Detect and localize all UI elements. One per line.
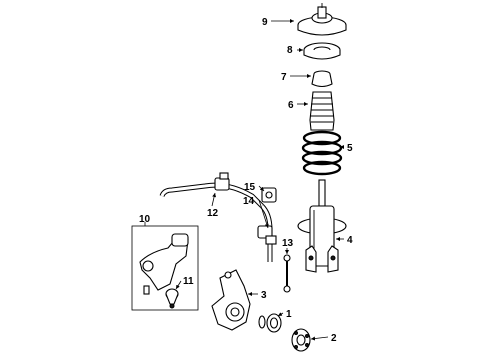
callout-10: 10 <box>139 214 151 225</box>
callout-12: 12 <box>207 208 219 219</box>
callout-5: 5 <box>347 143 353 154</box>
wheel-hub-part <box>291 328 311 352</box>
hub-bearing-part <box>258 313 282 333</box>
callout-1: 1 <box>286 309 292 320</box>
callout-11: 11 <box>183 276 194 287</box>
strut-assembly-part <box>297 179 347 273</box>
callout-6: 6 <box>288 100 294 111</box>
stabilizer-link-part <box>283 254 291 293</box>
strut-bearing-part <box>303 42 341 60</box>
stabilizer-bracket-part <box>261 187 277 203</box>
dust-boot-part <box>309 91 335 131</box>
callout-4: 4 <box>347 235 353 246</box>
coil-spring-part <box>301 130 343 176</box>
stabilizer-bushing-part <box>257 225 277 245</box>
bump-stop-part <box>311 70 333 88</box>
callout-15: 15 <box>244 182 256 193</box>
callout-13: 13 <box>282 238 294 249</box>
leader-lines <box>144 19 344 341</box>
callout-14: 14 <box>243 196 255 207</box>
strut-mount-part <box>297 3 347 36</box>
callout-9: 9 <box>262 17 268 28</box>
callout-3: 3 <box>261 290 267 301</box>
steering-knuckle-part <box>211 269 251 331</box>
callout-8: 8 <box>287 45 293 56</box>
callout-2: 2 <box>331 333 337 344</box>
callout-7: 7 <box>281 72 287 83</box>
control-arm-group <box>131 225 199 311</box>
